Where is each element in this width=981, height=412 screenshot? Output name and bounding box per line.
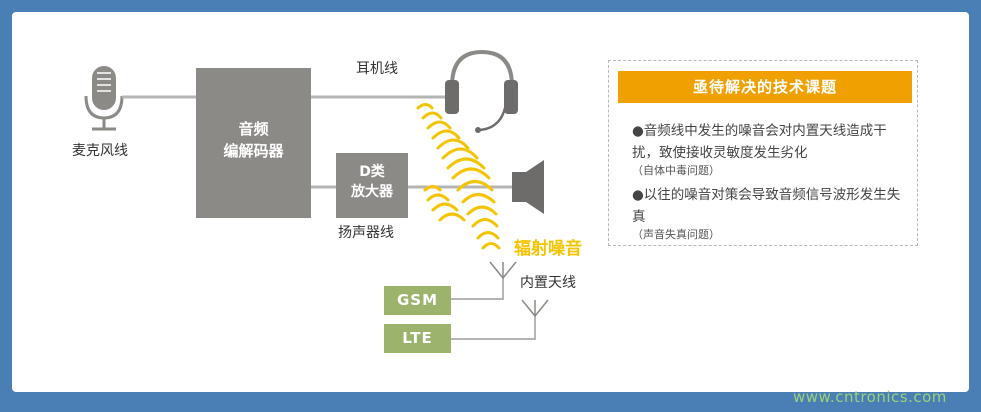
microphone-icon (84, 66, 124, 131)
issue-item-2-note: （声音失真问题） (632, 228, 720, 241)
class-d-amp-label: D类 放大器 (336, 162, 408, 202)
speaker-icon (512, 160, 544, 214)
radiation-waves (416, 103, 501, 250)
antenna-label: 内置天线 (520, 275, 576, 291)
issue-item-2: ●以往的噪音对策会导致音频信号波形发生失真 （声音失真问题） (632, 184, 912, 242)
issue-item-1-note: （自体中毒问题） (632, 164, 720, 177)
antenna-icon (489, 261, 549, 318)
issue-item-1-text: ●音频线中发生的噪音会对内置天线造成干扰，致使接收灵敏度发生劣化 (632, 123, 887, 161)
class-d-amp-box (336, 153, 408, 218)
audio-codec-box (196, 68, 311, 218)
speaker-line-label: 扬声器线 (338, 225, 394, 241)
gsm-wire (451, 278, 504, 300)
audio-codec-label: 音频 编解码器 (196, 118, 311, 162)
headphone-line-label: 耳机线 (356, 61, 398, 77)
audio-codec-label-line2: 编解码器 (223, 142, 284, 160)
issue-item-2-text: ●以往的噪音对策会导致音频信号波形发生失真 (632, 187, 901, 225)
radiation-noise-label: 辐射噪音 (514, 239, 582, 259)
class-d-amp-label-line1: D类 (359, 164, 385, 180)
audio-codec-label-line1: 音频 (238, 120, 269, 138)
class-d-amp-label-line2: 放大器 (351, 184, 393, 200)
mic-label: 麦克风线 (72, 143, 128, 159)
gsm-tag: GSM (384, 286, 451, 315)
issue-item-1: ●音频线中发生的噪音会对内置天线造成干扰，致使接收灵敏度发生劣化 （自体中毒问题… (632, 120, 912, 178)
headphones-icon (445, 49, 518, 133)
watermark: www.cntronics.com (793, 388, 947, 406)
lte-tag: LTE (384, 324, 451, 353)
lte-wire (451, 316, 536, 340)
issues-title: 亟待解决的技术课题 (618, 71, 912, 103)
